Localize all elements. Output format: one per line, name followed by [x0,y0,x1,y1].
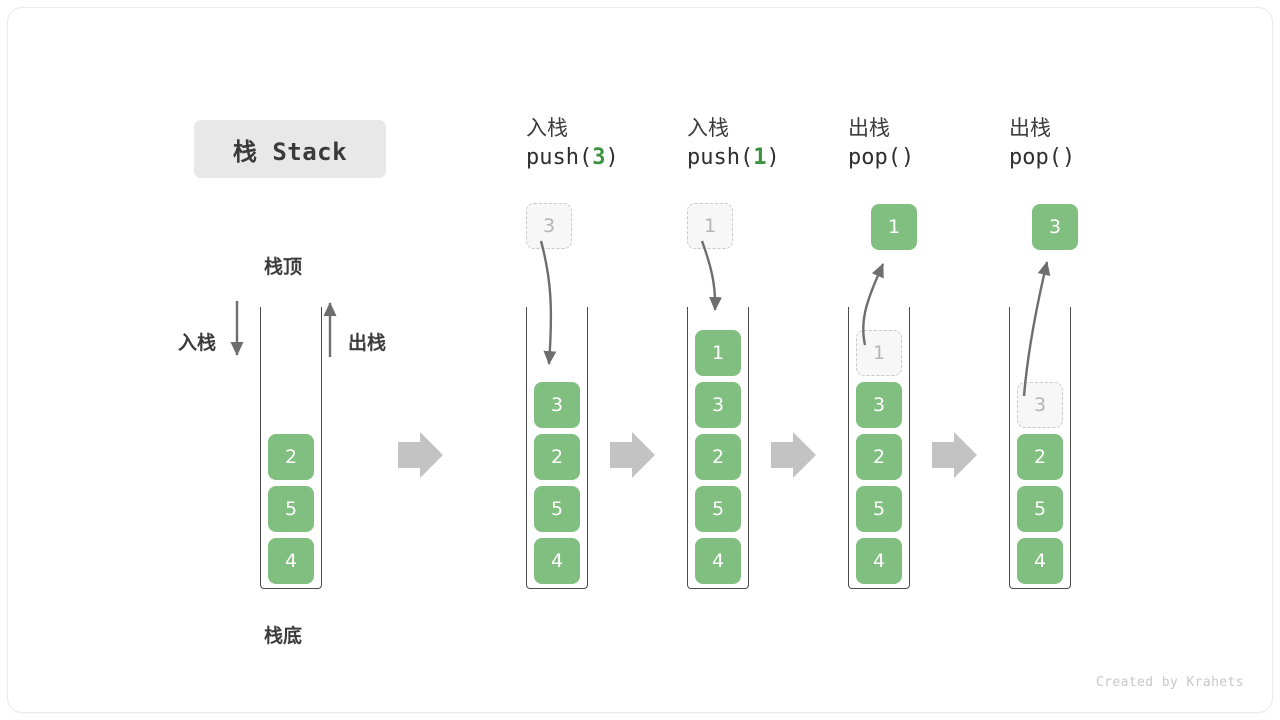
base-pop-label: 出栈 [348,332,387,354]
stack-cell: 4 [534,538,580,584]
code-suffix-2: ) [900,145,915,171]
stack-top-label: 栈顶 [264,256,303,278]
step-head-1: 入栈 push(1) [687,114,837,174]
stack-cells-2: 4 5 2 3 1 [849,324,909,584]
step-cn-label-1: 入栈 [687,116,729,140]
step-head-2: 出栈 pop() [848,114,998,174]
code-prefix-1: push( [687,145,754,171]
base-push-label: 入栈 [178,332,217,354]
footer-credit: Created by Krahets [1095,675,1244,690]
stack-cells-3: 4 5 2 3 [1010,376,1070,584]
code-arg-0: 3 [592,145,606,171]
flow-arrow-2 [771,432,816,478]
stack-cell: 5 [534,486,580,532]
code-suffix-3: ) [1061,145,1076,171]
push-motion-arrow-1 [700,240,722,311]
stack-cell: 5 [268,486,314,532]
stack-cell: 3 [534,382,580,428]
stack-container-2: 4 5 2 3 1 [848,307,910,589]
flow-arrow-0 [398,432,443,478]
step-cn-label-2: 出栈 [848,116,890,140]
stack-cell: 3 [856,382,902,428]
stack-cell: 3 [695,382,741,428]
step-code-label-3: pop() [1009,142,1159,174]
stack-cell-ghost: 3 [1017,382,1063,428]
stack-container-1: 4 5 2 3 1 [687,307,749,589]
stack-cell: 5 [1017,486,1063,532]
step-cn-label-0: 入栈 [526,116,568,140]
code-prefix-0: push( [526,145,593,171]
code-prefix-3: pop( [1009,145,1062,171]
stack-cell: 2 [268,434,314,480]
step-head-0: 入栈 push(3) [526,114,676,174]
stack-cell: 2 [695,434,741,480]
step-code-label-1: push(1) [687,142,837,174]
stack-cell: 4 [1017,538,1063,584]
stack-cells-base: 4 5 2 [261,428,321,584]
stack-cells-0: 4 5 2 3 [527,376,587,584]
stack-cell: 2 [1017,434,1063,480]
incoming-ghost-cell-1: 1 [687,203,733,249]
stack-cell: 2 [534,434,580,480]
stack-cell: 4 [856,538,902,584]
flow-arrow-1 [610,432,655,478]
flow-arrow-3 [932,432,977,478]
step-head-3: 出栈 pop() [1009,114,1159,174]
stack-cells-1: 4 5 2 3 1 [688,324,748,584]
incoming-ghost-cell-0: 3 [526,203,572,249]
outgoing-cell-2: 1 [871,204,917,250]
stack-cell: 2 [856,434,902,480]
stack-cell: 4 [695,538,741,584]
stack-cell: 5 [856,486,902,532]
stack-cell-ghost: 1 [856,330,902,376]
stack-cell: 4 [268,538,314,584]
step-code-label-0: push(3) [526,142,676,174]
stack-container-3: 4 5 2 3 [1009,307,1071,589]
title-badge: 栈 Stack [194,120,386,178]
stack-cell: 5 [695,486,741,532]
stack-bottom-label: 栈底 [264,625,303,647]
code-arg-1: 1 [753,145,767,171]
step-cn-label-3: 出栈 [1009,116,1051,140]
code-suffix-1: ) [766,145,780,171]
stack-cell: 1 [695,330,741,376]
stack-container-base: 4 5 2 [260,307,322,589]
step-code-label-2: pop() [848,142,998,174]
stack-container-0: 4 5 2 3 [526,307,588,589]
outgoing-cell-3: 3 [1032,204,1078,250]
code-suffix-0: ) [605,145,619,171]
code-prefix-2: pop( [848,145,901,171]
